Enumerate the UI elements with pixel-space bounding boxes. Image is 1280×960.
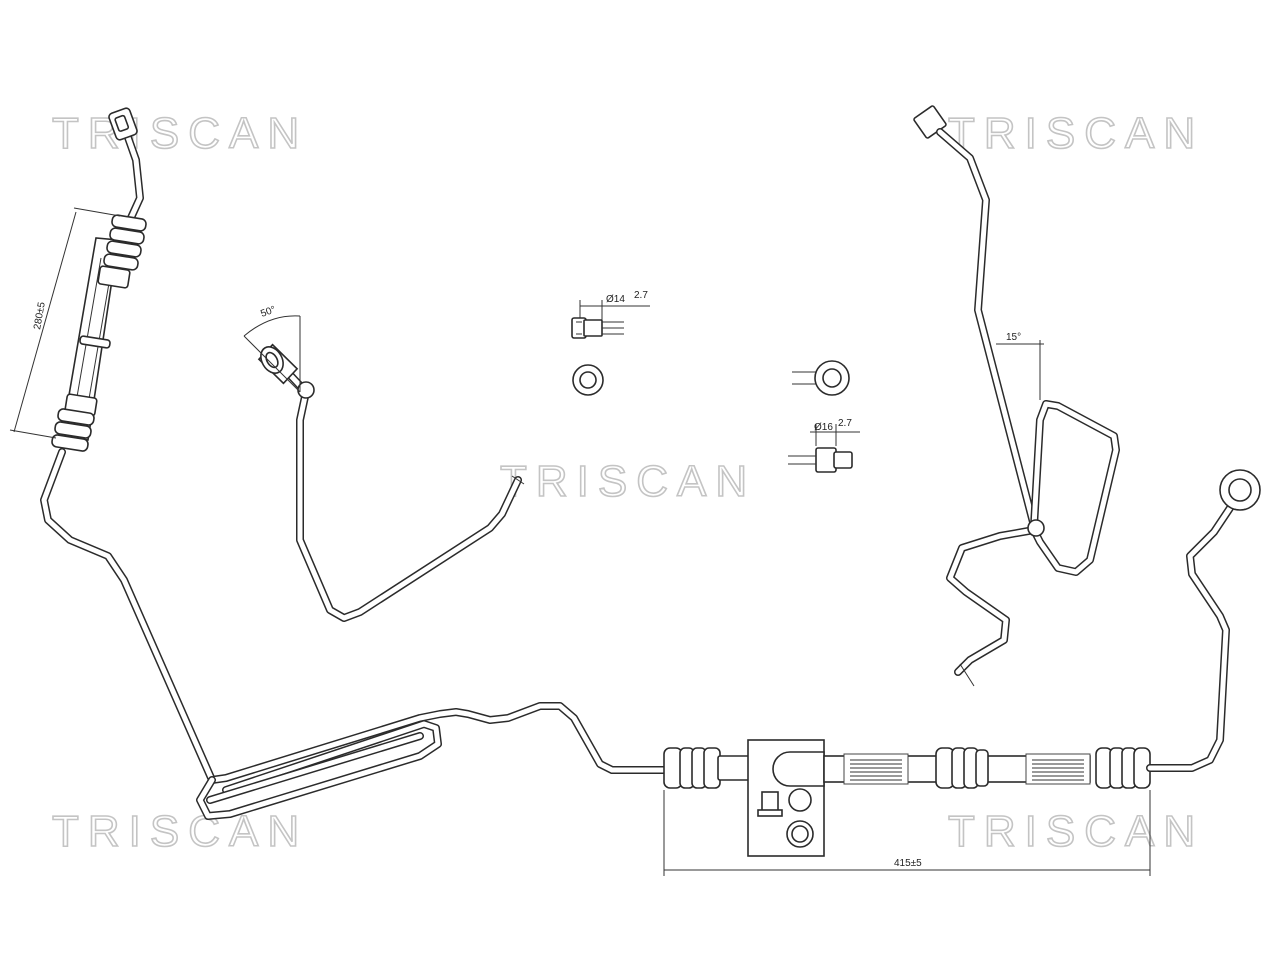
fitting-top-diameter-label: Ø14	[606, 294, 625, 305]
fitting-detail-top: Ø14 2.7	[571, 290, 650, 396]
fitting-top-tolerance-label: 2.7	[634, 290, 648, 301]
fitting-right-tolerance-label: 2.7	[838, 418, 852, 429]
hose-crimp-lower	[51, 393, 98, 452]
center-left-line: 50°	[243, 304, 525, 622]
dimension-bottom-length: 415±5	[663, 790, 1151, 876]
angle-left-label: 50°	[259, 304, 277, 320]
right-upper-line: 15°	[913, 105, 1120, 687]
watermark-top-left: TRISCAN	[52, 109, 308, 158]
hose-length-label: 280±5	[32, 301, 48, 331]
left-hose-assembly: 280±5	[9, 107, 674, 820]
banjo-fitting-left	[257, 343, 315, 399]
hose-crimp-upper	[97, 214, 147, 289]
length-bottom-label: 415±5	[894, 858, 922, 869]
watermark-bottom-left: TRISCAN	[52, 807, 308, 856]
watermark-bottom-right: TRISCAN	[948, 807, 1204, 856]
dimension-angle-left: 50°	[243, 304, 301, 393]
dimension-hose-length: 280±5	[9, 207, 121, 439]
angle-right-label: 15°	[1006, 332, 1021, 343]
fitting-detail-right: Ø16 2.7	[788, 360, 860, 473]
banjo-fitting-right	[1027, 519, 1045, 537]
bottom-hose-assembly: 415±5	[663, 469, 1261, 876]
watermark-top-right: TRISCAN	[948, 109, 1204, 158]
watermark-center: TRISCAN	[500, 457, 756, 506]
hose-hatching	[850, 759, 1084, 781]
dimension-angle-right: 15°	[996, 332, 1044, 400]
fitting-right-diameter-label: Ø16	[814, 422, 833, 433]
